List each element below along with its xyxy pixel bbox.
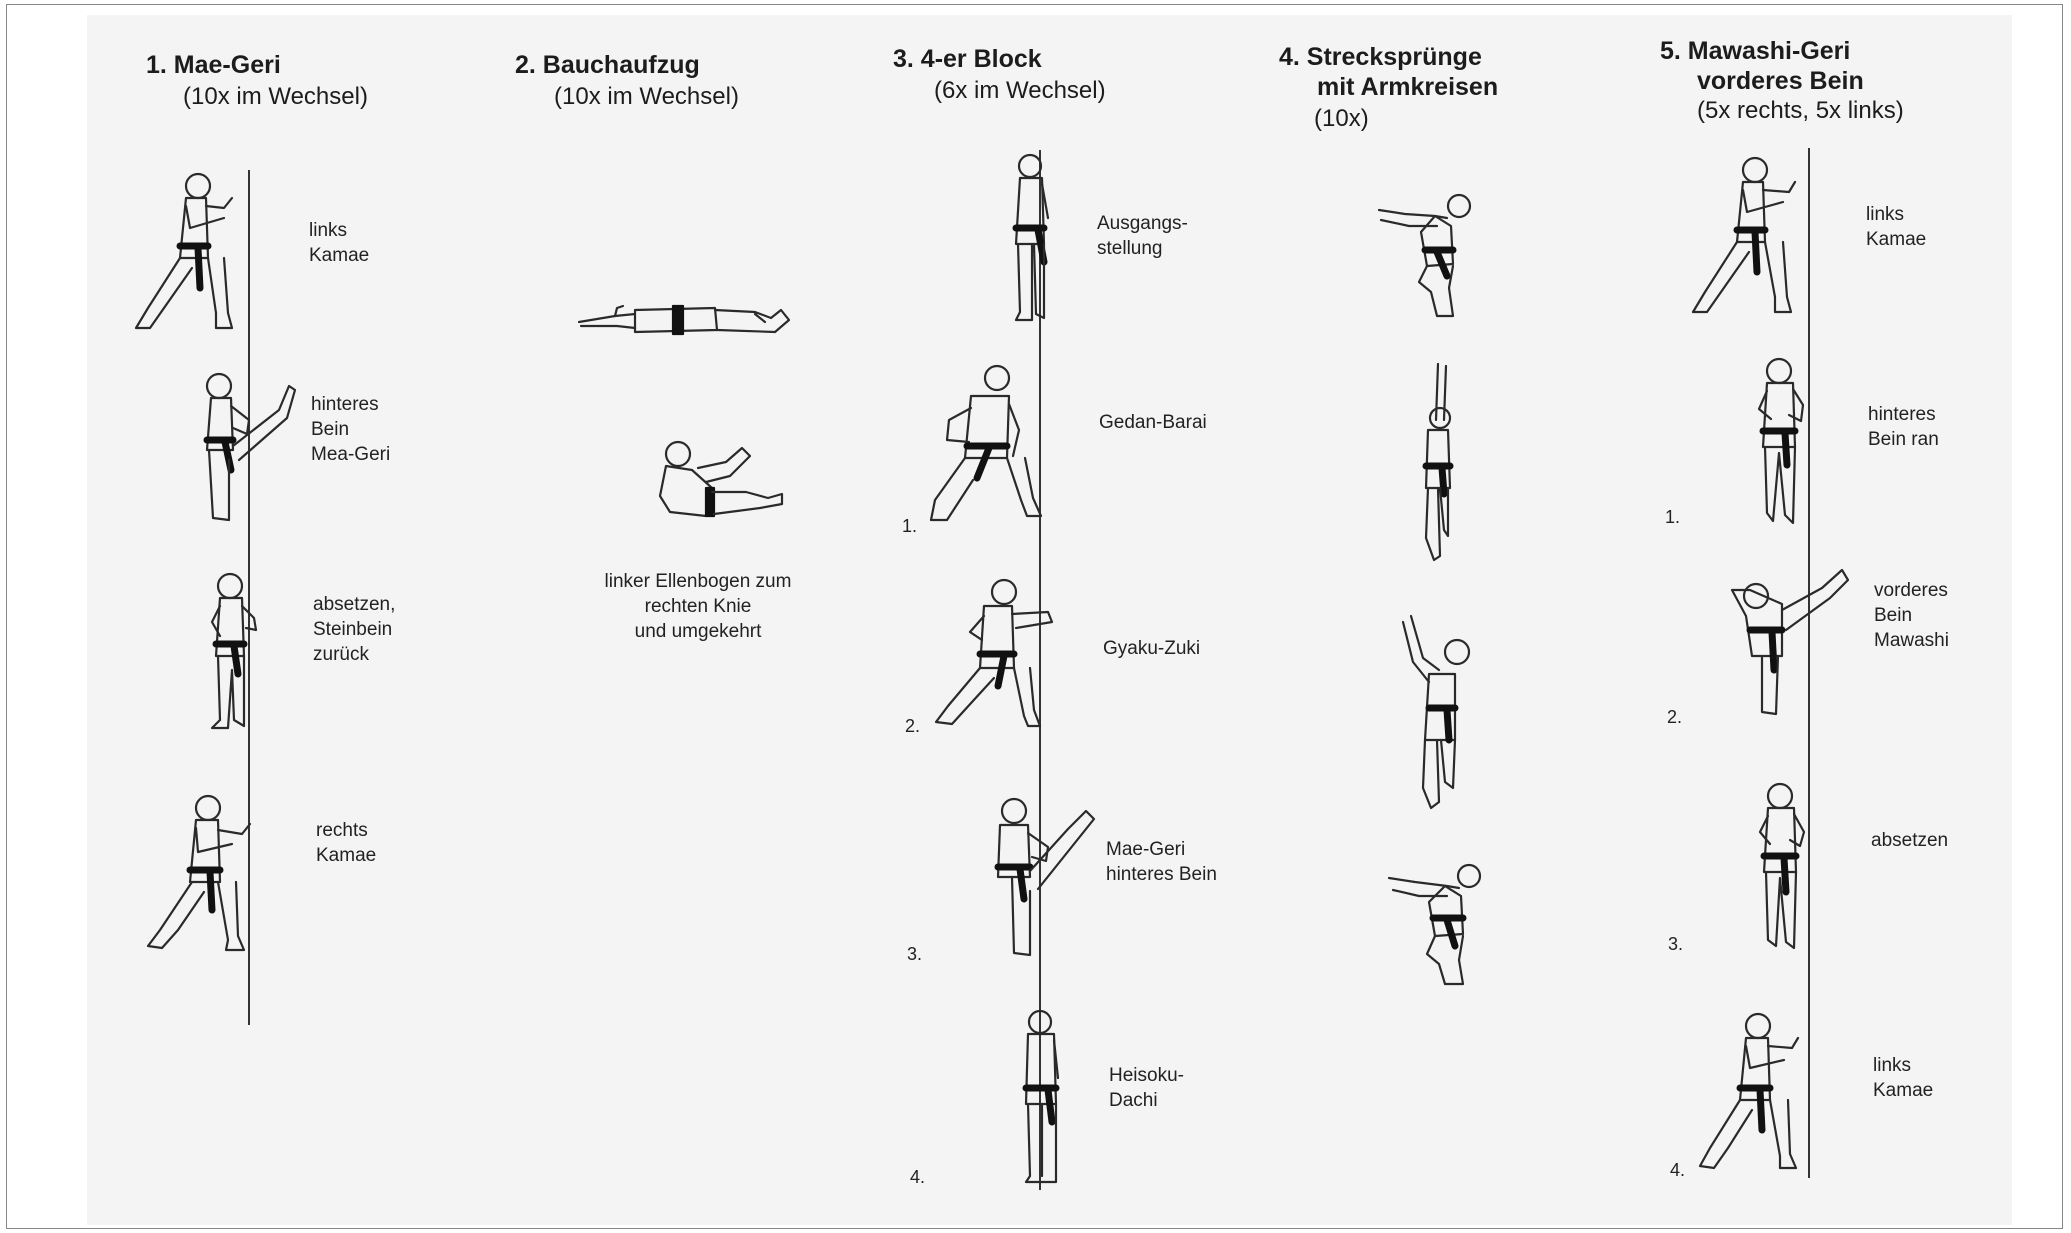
karate-stance-icon bbox=[1692, 1008, 1822, 1178]
crunch-figure-icon bbox=[650, 436, 790, 521]
exercise-3-step-4: 4. bbox=[910, 1167, 925, 1188]
exercise-3-title: 3. 4-er Block bbox=[893, 44, 1042, 74]
exercise-4-title-line2: mit Armkreisen bbox=[1317, 72, 1498, 102]
karate-stance-icon bbox=[1000, 152, 1070, 327]
exercise-2-title: 2. Bauchaufzug bbox=[515, 50, 700, 80]
exercise-3-subtitle: (6x im Wechsel) bbox=[934, 76, 1106, 106]
karate-punch-icon bbox=[928, 576, 1058, 736]
exercise-4-title: 4. Strecksprünge bbox=[1279, 42, 1482, 72]
exercise-5-caption-4: absetzen bbox=[1871, 828, 1948, 853]
exercise-5-step-4: 4. bbox=[1670, 1160, 1685, 1181]
exercise-3-step-3: 3. bbox=[907, 944, 922, 965]
exercise-3-caption-5: Heisoku-Dachi bbox=[1109, 1063, 1184, 1113]
jump-figure-icon bbox=[1408, 360, 1468, 570]
karate-stance-icon bbox=[198, 570, 268, 740]
karate-stance-icon bbox=[1745, 355, 1825, 530]
jump-figure-icon bbox=[1375, 192, 1475, 327]
karate-kick-icon bbox=[990, 795, 1100, 965]
jump-figure-icon bbox=[1385, 862, 1485, 992]
karate-stance-icon bbox=[1012, 1008, 1072, 1188]
exercise-5-step-1: 1. bbox=[1665, 507, 1680, 528]
exercise-3-step-2: 2. bbox=[905, 716, 920, 737]
exercise-1-subtitle: (10x im Wechsel) bbox=[183, 82, 368, 112]
exercise-5-step-2: 2. bbox=[1667, 707, 1682, 728]
karate-stance-icon bbox=[1685, 152, 1815, 322]
karate-block-icon bbox=[925, 360, 1055, 530]
exercise-2-subtitle: (10x im Wechsel) bbox=[554, 82, 739, 112]
exercise-5-title: 5. Mawashi-Geri bbox=[1660, 36, 1850, 66]
exercise-1-title: 1. Mae-Geri bbox=[146, 50, 281, 80]
exercise-4-subtitle: (10x) bbox=[1314, 104, 1369, 134]
karate-stance-icon bbox=[128, 168, 258, 338]
exercise-3-caption-3: Gyaku-Zuki bbox=[1103, 636, 1200, 661]
karate-kick-icon bbox=[1722, 560, 1852, 720]
jump-figure-icon bbox=[1395, 612, 1475, 817]
karate-stance-icon bbox=[138, 790, 268, 960]
exercise-3-caption-1: Ausgangs-stellung bbox=[1097, 211, 1188, 261]
karate-stance-icon bbox=[1746, 780, 1826, 955]
karate-kick-icon bbox=[185, 370, 315, 530]
exercise-3-step-1: 1. bbox=[902, 516, 917, 537]
exercise-5-step-3: 3. bbox=[1668, 934, 1683, 955]
exercise-3-caption-2: Gedan-Barai bbox=[1099, 410, 1207, 435]
exercise-5-title-line2: vorderes Bein bbox=[1697, 66, 1864, 96]
lying-figure-icon bbox=[575, 292, 795, 342]
exercise-5-subtitle: (5x rechts, 5x links) bbox=[1697, 96, 1904, 126]
